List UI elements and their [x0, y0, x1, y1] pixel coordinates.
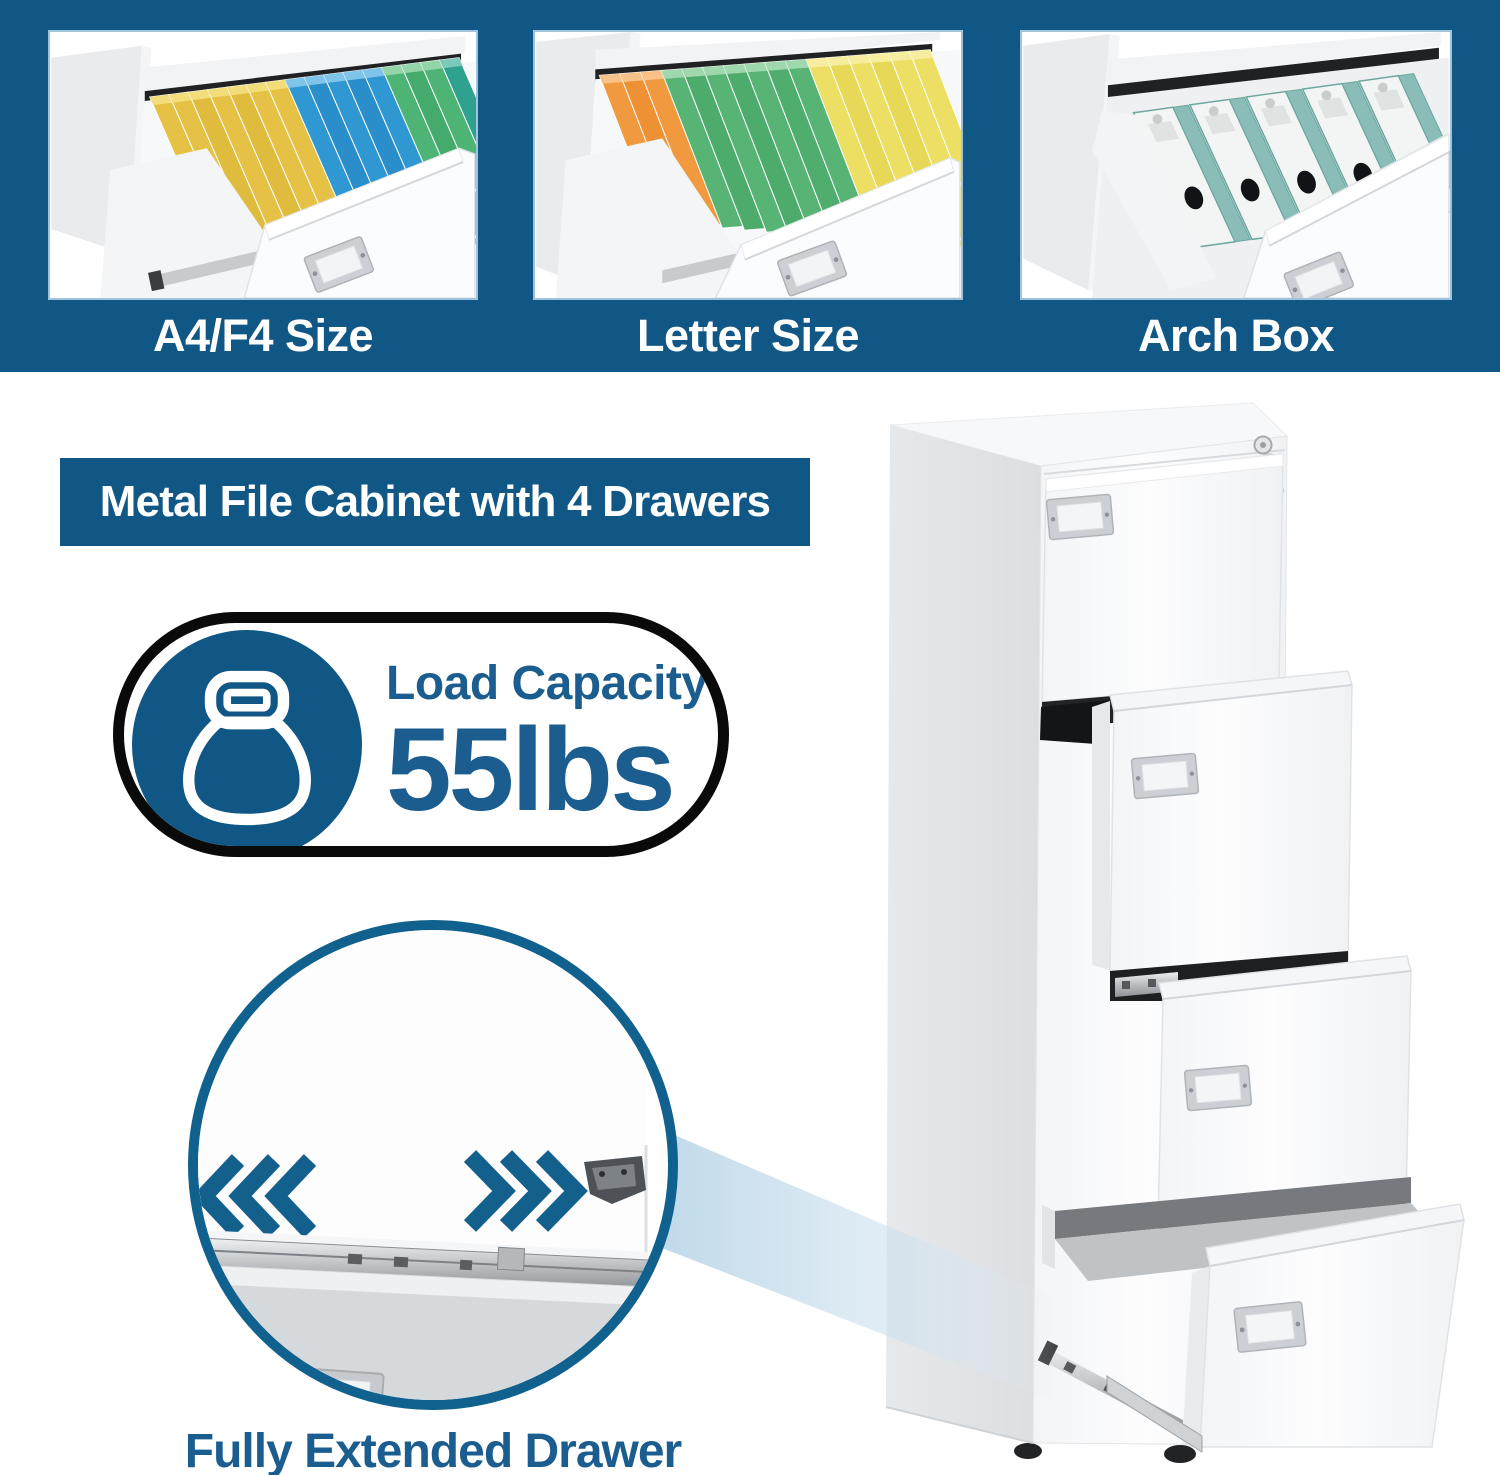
size-panels-strip: A4/F4 Size Letter Size Arch Box — [0, 0, 1500, 372]
label-holder — [1283, 251, 1354, 298]
load-capacity-label: Load Capacity — [386, 657, 708, 710]
panel-label-a4: A4/F4 Size — [152, 310, 374, 361]
drawer-slide-rail — [662, 248, 757, 284]
top-groove — [1043, 449, 1286, 475]
cabinet-foot — [1014, 1443, 1042, 1459]
a4-drawer-scene — [51, 35, 476, 298]
drawer-side-wall — [1092, 110, 1217, 291]
cabinet-side-panel — [886, 425, 1041, 1443]
panel-label-archbox: Arch Box — [1137, 310, 1335, 361]
load-capacity-value: 55lbs — [386, 704, 676, 837]
drawer-slide-rail — [158, 244, 285, 288]
inset-caption: Fully Extended Drawer — [184, 1425, 682, 1475]
label-holder-1 — [1045, 493, 1115, 541]
photo-a4-folders — [48, 30, 478, 300]
label-holder — [295, 1367, 385, 1400]
badge-text: Load Capacity 55lbs — [386, 657, 708, 837]
label-holder — [303, 236, 374, 293]
label-holder — [777, 240, 848, 297]
drawer-front — [714, 157, 961, 298]
chevrons-right-icon — [463, 1150, 588, 1232]
chevrons-left-icon — [198, 1154, 317, 1238]
base-edge — [885, 1406, 1034, 1444]
photo-arch-binders — [1020, 30, 1452, 300]
arch-box-scene — [1023, 32, 1450, 298]
slide-closeup-scene — [198, 930, 668, 1400]
drawer-side-wall — [555, 138, 769, 298]
drawer-2 — [1040, 670, 1353, 972]
panel-label-letter: Letter Size — [636, 310, 860, 361]
cabinet-photo — [885, 402, 1465, 1463]
drawer-front — [1243, 133, 1450, 298]
title-banner: Metal File Cabinet with 4 Drawers — [60, 458, 810, 546]
mount-bracket — [584, 1156, 646, 1204]
label-holder-4 — [1233, 1301, 1307, 1353]
label-holder-2 — [1130, 752, 1200, 800]
rail-end-cap — [147, 270, 165, 292]
photo-letter-folders — [533, 30, 963, 300]
product-title: Metal File Cabinet with 4 Drawers — [99, 477, 771, 526]
drawer-3 — [1157, 955, 1412, 1226]
cabinet-foot — [1164, 1445, 1196, 1463]
drawer-1 — [1041, 453, 1284, 703]
load-capacity-badge: Load Capacity 55lbs — [113, 612, 729, 857]
drawer-front — [243, 147, 476, 298]
drawer-4 — [1037, 1177, 1465, 1453]
kettlebell-icon — [183, 670, 311, 826]
label-holder-3 — [1183, 1064, 1253, 1112]
letter-drawer-scene — [536, 32, 961, 298]
badge-circle — [132, 630, 362, 846]
extension-inset — [188, 920, 678, 1410]
